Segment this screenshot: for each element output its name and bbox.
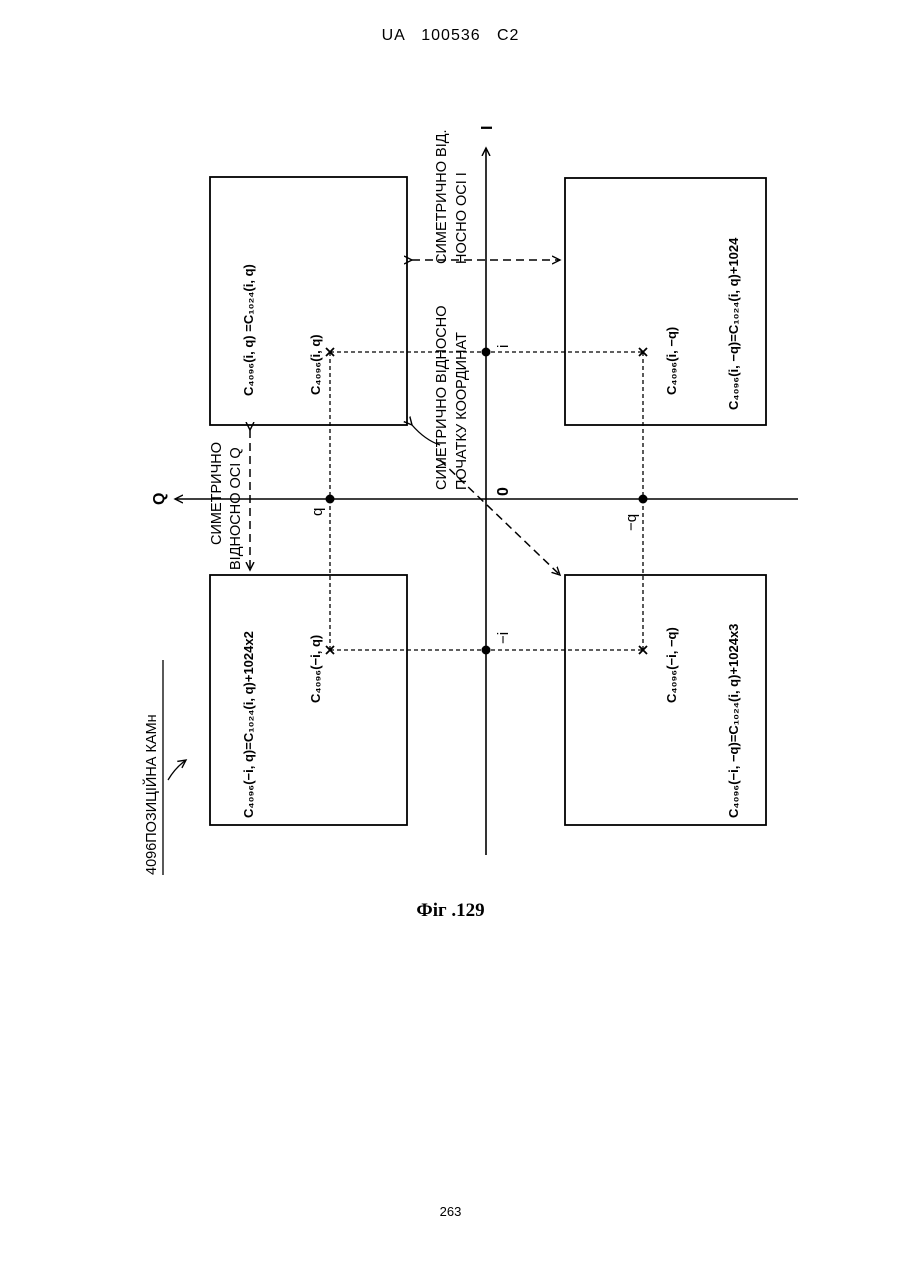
figure-title-label: 4096ПОЗИЦІЙНА КАМн: [142, 714, 160, 875]
formula-top-right: C₄₀₉₆(i, −q)=C₁₀₂₄(i, q)+1024: [726, 237, 741, 410]
figure-title-pointer: [168, 760, 186, 780]
point-label-p4: C₄₀₉₆(−i, −q): [664, 627, 679, 703]
point-label-p2: C₄₀₉₆(i, −q): [664, 327, 679, 395]
dot-i: [482, 348, 491, 357]
dot-neg-i: [482, 646, 491, 655]
point-label-p1: C₄₀₉₆(i, q): [308, 334, 323, 395]
page-number: 263: [0, 1204, 901, 1219]
dot-neg-q: [639, 495, 648, 504]
note-sym-origin-1: СИМЕТРИЧНО ВІДНОСНО: [434, 305, 450, 490]
note-sym-i-1: СИМЕТРИЧНО ВІД.: [434, 129, 450, 264]
point-label-p3: C₄₀₉₆(−i, q): [308, 635, 323, 703]
formula-bottom-left: C₄₀₉₆(−i, q)=C₁₀₂₄(i, q)+1024x2: [241, 631, 256, 818]
q-axis-label: Q: [151, 493, 168, 505]
tick-neg-i: −i: [495, 632, 512, 644]
dot-q: [326, 495, 335, 504]
formula-top-left: C₄₀₉₆(i, q) =C₁₀₂₄(i, q): [241, 264, 256, 396]
formula-bottom-right: C₄₀₉₆(−i, −q)=C₁₀₂₄(i, q)+1024x3: [726, 624, 741, 818]
note-sym-q-1: СИМЕТРИЧНО: [209, 442, 225, 545]
figure-caption: Фіг .129: [0, 900, 901, 922]
tick-i: i: [495, 345, 512, 348]
tick-neg-q: −q: [623, 514, 640, 531]
tick-q: q: [309, 508, 326, 516]
note-sym-origin-2: ПОЧАТКУ КООРДИНАТ: [454, 332, 470, 490]
origin-label: 0: [495, 487, 512, 496]
note-sym-q-2: ВІДНОСНО ОСІ Q: [228, 447, 244, 570]
i-axis-label: I: [479, 126, 496, 130]
note-sym-i-2: НОСНО ОСІ I: [454, 172, 470, 264]
